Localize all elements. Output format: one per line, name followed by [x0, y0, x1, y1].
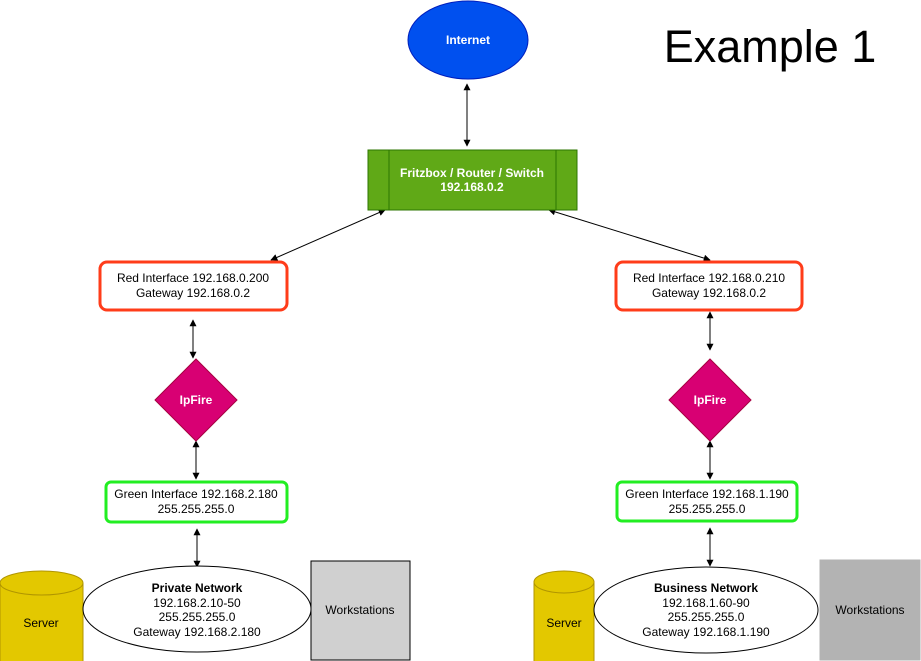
- internet-label: Internet: [446, 33, 490, 47]
- left-red-interface-line2: Gateway 192.168.0.2: [136, 286, 250, 300]
- left-workstations: Workstations: [310, 560, 411, 661]
- left-workstations-label: Workstations: [325, 603, 394, 617]
- right-red-interface-line2: Gateway 192.168.0.2: [652, 286, 766, 300]
- right-network-line3: Gateway 192.168.1.190: [642, 625, 770, 639]
- diagram-title: Example 1: [664, 21, 877, 72]
- right-red-interface-line1: Red Interface 192.168.0.210: [633, 271, 785, 285]
- right-server-label: Server: [546, 616, 581, 630]
- right-green-interface-line1: Green Interface 192.168.1.190: [625, 487, 789, 501]
- router-label-line2: 192.168.0.2: [440, 180, 504, 194]
- router-node: Fritzbox / Router / Switch 192.168.0.2: [367, 149, 578, 211]
- left-green-interface-line1: Green Interface 192.168.2.180: [114, 487, 278, 501]
- right-network-name: Business Network: [654, 581, 758, 595]
- internet-ellipse: [407, 0, 529, 80]
- right-network-line1: 192.168.1.60-90: [662, 596, 750, 610]
- left-server-label: Server: [23, 616, 58, 630]
- connector-router-right-red: [548, 208, 711, 262]
- left-network-line3: Gateway 192.168.2.180: [133, 625, 261, 639]
- router-label-line1: Fritzbox / Router / Switch: [400, 166, 544, 180]
- connector-router-left-red: [270, 209, 386, 261]
- right-server: Server: [533, 570, 595, 661]
- right-firewall: IpFire: [668, 358, 752, 442]
- right-red-interface: Red Interface 192.168.0.210 Gateway 192.…: [614, 260, 804, 312]
- connectors: [189, 83, 714, 568]
- left-private-network: Private Network 192.168.2.10-50 255.255.…: [82, 565, 312, 653]
- internet-node: Internet: [407, 0, 529, 80]
- left-network-line1: 192.168.2.10-50: [153, 596, 241, 610]
- left-green-interface: Green Interface 192.168.2.180 255.255.25…: [104, 480, 289, 524]
- left-network-line2: 255.255.255.0: [159, 610, 236, 624]
- right-workstations-label: Workstations: [835, 603, 904, 617]
- left-server: Server: [0, 570, 84, 661]
- left-red-interface-line1: Red Interface 192.168.0.200: [117, 271, 269, 285]
- right-green-interface: Green Interface 192.168.1.190 255.255.25…: [615, 480, 799, 523]
- right-network-line2: 255.255.255.0: [668, 610, 745, 624]
- right-green-interface-line2: 255.255.255.0: [669, 502, 746, 516]
- router-box: [367, 149, 578, 211]
- right-business-network: Business Network 192.168.1.60-90 255.255…: [593, 566, 819, 654]
- left-network-name: Private Network: [152, 581, 243, 595]
- left-green-interface-line2: 255.255.255.0: [158, 502, 235, 516]
- left-firewall-label: IpFire: [180, 393, 213, 407]
- left-red-interface: Red Interface 192.168.0.200 Gateway 192.…: [98, 260, 289, 312]
- right-firewall-label: IpFire: [694, 393, 727, 407]
- right-workstations: Workstations: [819, 559, 921, 661]
- left-firewall: IpFire: [154, 358, 238, 442]
